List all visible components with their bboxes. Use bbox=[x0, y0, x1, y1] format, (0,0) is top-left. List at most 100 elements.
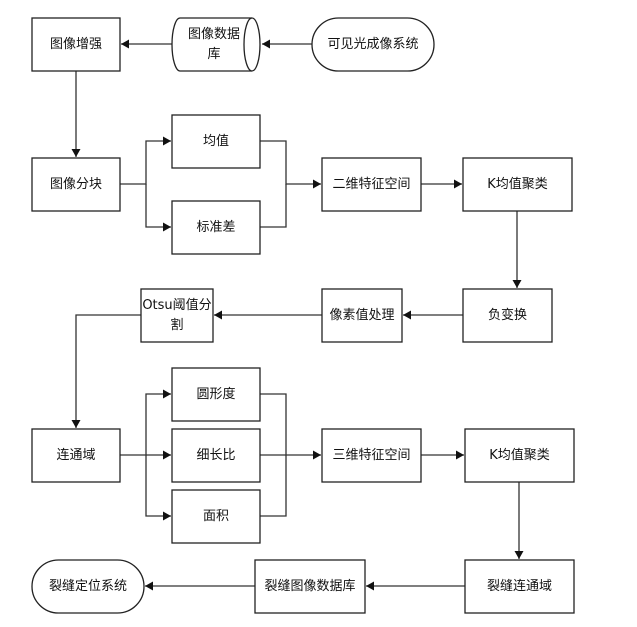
process-shape bbox=[171, 200, 261, 255]
process-shape bbox=[171, 428, 261, 483]
edge-circularity-to-feature-space-3d bbox=[260, 393, 321, 460]
node-feature-space-3d: 三维特征空间 bbox=[321, 428, 422, 483]
terminal-shape bbox=[311, 17, 435, 72]
process-shape bbox=[464, 428, 575, 483]
arrowhead-icon bbox=[313, 179, 321, 189]
node-label: 裂缝图像数据库 bbox=[264, 578, 355, 594]
process-shape bbox=[321, 428, 422, 483]
process-shape bbox=[171, 489, 261, 544]
connector-line bbox=[260, 455, 287, 517]
process-shape bbox=[140, 288, 214, 343]
node-label: K均值聚类 bbox=[487, 176, 548, 192]
arrowhead-icon bbox=[121, 39, 129, 49]
edge-negative-transform-to-pixel-processing bbox=[403, 310, 463, 320]
edge-connected-domain-to-slenderness-ratio bbox=[146, 450, 171, 460]
node-image-database: 图像数据库 bbox=[171, 17, 261, 72]
node-kmeans-1: K均值聚类 bbox=[462, 157, 573, 212]
edge-image-blocking-to-std-dev bbox=[145, 184, 171, 232]
arrowhead-icon bbox=[366, 581, 374, 591]
connector-line bbox=[260, 140, 321, 185]
process-shape bbox=[31, 17, 121, 72]
process-shape bbox=[321, 157, 422, 212]
edge-kmeans-2-to-crack-connected-domain bbox=[514, 482, 524, 559]
edge-image-enhancement-to-image-blocking bbox=[71, 71, 81, 157]
arrowhead-icon bbox=[456, 450, 464, 460]
node-mean: 均值 bbox=[171, 114, 261, 169]
process-shape bbox=[254, 559, 366, 614]
node-label: 像素值处理 bbox=[329, 307, 394, 323]
edge-std-dev-to-feature-space-2d bbox=[260, 184, 287, 228]
edge-crack-connected-domain-to-crack-image-database bbox=[366, 581, 465, 591]
arrowhead-icon bbox=[262, 39, 270, 49]
node-label: 图像分块 bbox=[50, 177, 102, 192]
node-area: 面积 bbox=[171, 489, 261, 544]
process-shape bbox=[31, 428, 121, 483]
node-label: 割 bbox=[170, 317, 183, 333]
edge-crack-image-database-to-crack-location-system bbox=[145, 581, 255, 591]
node-label: 三维特征空间 bbox=[332, 448, 410, 463]
node-std-dev: 标准差 bbox=[171, 200, 261, 255]
process-shape bbox=[462, 157, 573, 212]
connector-line bbox=[260, 184, 287, 228]
node-label: 细长比 bbox=[196, 448, 235, 463]
arrowhead-icon bbox=[163, 511, 171, 521]
arrowhead-icon bbox=[71, 149, 81, 157]
arrowhead-icon bbox=[512, 280, 522, 288]
node-label: Otsu阈值分 bbox=[142, 297, 211, 313]
process-shape bbox=[171, 114, 261, 169]
node-label: 均值 bbox=[203, 133, 229, 149]
connector-line bbox=[145, 184, 171, 228]
node-label: 圆形度 bbox=[196, 386, 235, 402]
node-slenderness-ratio: 细长比 bbox=[171, 428, 261, 483]
edge-feature-space-3d-to-kmeans-2 bbox=[421, 450, 464, 460]
cylinder-face bbox=[243, 17, 253, 72]
node-negative-transform: 负变换 bbox=[462, 288, 553, 343]
arrowhead-icon bbox=[454, 179, 462, 189]
node-image-enhancement: 图像增强 bbox=[31, 17, 121, 72]
arrowhead-icon bbox=[71, 420, 81, 428]
node-visible-imaging-system: 可见光成像系统 bbox=[311, 17, 435, 72]
node-crack-image-database: 裂缝图像数据库 bbox=[254, 559, 366, 614]
node-label: 裂缝连通域 bbox=[487, 578, 552, 594]
terminal-shape bbox=[31, 559, 145, 614]
connector-line bbox=[120, 140, 171, 185]
node-label: 连通域 bbox=[56, 447, 95, 463]
node-label: 图像增强 bbox=[50, 37, 102, 52]
node-label: 标准差 bbox=[196, 220, 235, 235]
arrowhead-icon bbox=[163, 450, 171, 460]
connector-line bbox=[75, 314, 141, 428]
node-label: 图像数据 bbox=[188, 27, 240, 42]
arrowhead-icon bbox=[403, 310, 411, 320]
edge-connected-domain-to-area bbox=[145, 455, 171, 521]
node-pixel-processing: 像素值处理 bbox=[321, 288, 403, 343]
arrowhead-icon bbox=[163, 389, 171, 399]
edge-visible-imaging-system-to-image-database bbox=[262, 39, 312, 49]
process-shape bbox=[321, 288, 403, 343]
arrowhead-icon bbox=[163, 136, 171, 146]
node-crack-location-system: 裂缝定位系统 bbox=[31, 559, 145, 614]
node-circularity: 圆形度 bbox=[171, 367, 261, 422]
edge-feature-space-2d-to-kmeans-1 bbox=[421, 179, 462, 189]
process-shape bbox=[462, 288, 553, 343]
arrowhead-icon bbox=[514, 551, 524, 559]
connector-line bbox=[145, 455, 171, 517]
node-crack-connected-domain: 裂缝连通域 bbox=[464, 559, 575, 614]
node-label: 可见光成像系统 bbox=[327, 37, 418, 52]
node-label: K均值聚类 bbox=[489, 447, 550, 463]
connector-line bbox=[120, 393, 171, 456]
edges-layer bbox=[71, 39, 524, 591]
edge-connected-domain-to-circularity bbox=[120, 389, 171, 456]
process-shape bbox=[464, 559, 575, 614]
node-label: 二维特征空间 bbox=[332, 177, 410, 192]
node-label: 负变换 bbox=[488, 307, 527, 323]
arrowhead-icon bbox=[214, 310, 222, 320]
edge-image-blocking-to-mean bbox=[120, 136, 171, 185]
node-image-blocking: 图像分块 bbox=[31, 157, 121, 212]
arrowhead-icon bbox=[163, 222, 171, 232]
node-feature-space-2d: 二维特征空间 bbox=[321, 157, 422, 212]
arrowhead-icon bbox=[145, 581, 153, 591]
node-label: 面积 bbox=[203, 509, 229, 524]
